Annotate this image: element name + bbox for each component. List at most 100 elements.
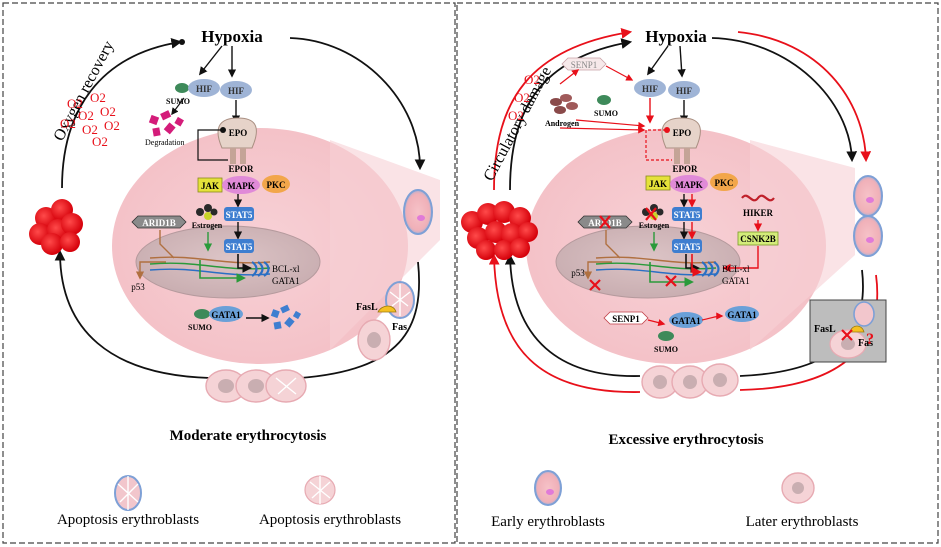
- right-panel-border: [456, 2, 939, 544]
- degraded-hif: [148, 110, 184, 137]
- left-loop-top-left: [61, 38, 183, 189]
- jak-label: JAK: [201, 181, 219, 191]
- hif-protein: [188, 79, 220, 97]
- senp1-label: SENP1: [571, 60, 598, 70]
- arid1b-label: ARID1B: [142, 218, 176, 228]
- sumo-label: SUMO: [166, 97, 190, 106]
- o2-molecule: O2: [92, 134, 108, 149]
- mapk-ellipse: [670, 175, 708, 193]
- hif-label: HIF: [676, 86, 693, 96]
- stat5-label: STAT5: [226, 210, 253, 220]
- sumo-label: SUMO: [594, 109, 618, 118]
- apoptotic-erythroblast: [385, 281, 415, 319]
- hif-label: HIF: [642, 84, 659, 94]
- right-hypoxia-title: Hypoxia: [645, 27, 707, 46]
- jak-box: [645, 175, 671, 191]
- csnk2b-box: [737, 231, 779, 246]
- fas-receptor: [377, 305, 397, 313]
- legend-later-erythroblast-icon: [781, 472, 815, 504]
- gata1-label: GATA1: [727, 310, 757, 320]
- gata1-protein: [725, 306, 759, 322]
- mapk-label: MAPK: [227, 181, 255, 191]
- pkc-label: PKC: [267, 180, 286, 190]
- stat5-box: [224, 239, 254, 253]
- o2-molecule: O2: [524, 72, 540, 87]
- legend-label: Apoptosis erythroblasts: [57, 512, 199, 528]
- sumo-tag: [658, 331, 674, 341]
- senp1-label: SENP1: [612, 314, 640, 324]
- fasl-label: FasL: [356, 302, 378, 313]
- bclxl-label: BCL-xl: [722, 264, 750, 274]
- senp1-box: [603, 311, 649, 325]
- gata1-gene-label: GATA1: [272, 276, 300, 286]
- degraded-gata1: [270, 304, 302, 330]
- hif-protein: [634, 79, 666, 97]
- inhibit-x-icon: [589, 279, 601, 291]
- inhibit-x-icon: [841, 329, 853, 341]
- inhibit-x-icon: [665, 275, 677, 287]
- sumo-tag: [194, 309, 210, 319]
- mapk-label: MAPK: [675, 180, 703, 190]
- gata1-protein: [209, 306, 243, 322]
- o2-molecule: O2: [104, 118, 120, 133]
- epor-label: EPOR: [228, 164, 254, 174]
- hif-label: HIF: [228, 86, 245, 96]
- pkc-ellipse: [710, 173, 738, 191]
- o2-molecule: O2: [82, 122, 98, 137]
- o2-molecule: O2: [90, 90, 106, 105]
- early-erythroblast: [853, 215, 883, 257]
- gata1-label: GATA1: [671, 316, 701, 326]
- right-erythroblast-chain: [641, 363, 739, 399]
- estrogen-molecule: [196, 204, 218, 220]
- o2-molecule: O2: [78, 108, 94, 123]
- left-o2-cluster: O2 O2 O2 O2 O2 O2 O2 O2: [60, 90, 120, 149]
- senp1-box: [561, 57, 607, 71]
- epor-receptor: [661, 117, 701, 149]
- epo-label: EPO: [673, 128, 692, 138]
- left-caption: Moderate erythrocytosis: [170, 428, 327, 444]
- androgen-label: Androgen: [545, 119, 580, 128]
- right-rbc-cluster: [461, 201, 538, 260]
- stat5-label: STAT5: [674, 210, 701, 220]
- right-zoom-wedge: [750, 140, 855, 350]
- right-o2-cluster: O2 O2 O2: [508, 72, 540, 123]
- pkc-label: PKC: [715, 178, 734, 188]
- o2-molecule: O2: [100, 104, 116, 119]
- right-panel: Hypoxia Circulatory damage O2 O2 O2 SENP…: [456, 2, 939, 544]
- degradation-label: Degradation: [145, 138, 185, 147]
- legend-early-erythroblast-icon: [534, 470, 562, 506]
- epo-label: EPO: [229, 128, 248, 138]
- legend-label: Early erythroblasts: [491, 514, 605, 530]
- left-panel: Hypoxia Oxygen recovery O2 O2 O2 O2 O2 O…: [2, 2, 456, 544]
- left-erythroblast-chain: [205, 369, 307, 403]
- legend-apoptosis-icon-b: [304, 475, 336, 505]
- stat5-box: [672, 207, 702, 221]
- gata1-label: GATA1: [211, 310, 241, 320]
- jak-label: JAK: [649, 179, 667, 189]
- bclxl-label: BCL-xl: [272, 264, 300, 274]
- legend-apoptosis-icon-a: [114, 475, 142, 511]
- gata1-protein: [669, 312, 703, 328]
- hif-label: HIF: [196, 84, 213, 94]
- question-mark-icon: ?: [866, 331, 874, 348]
- legend-label: Later erythroblasts: [746, 514, 859, 530]
- left-hypoxia-title: Hypoxia: [201, 27, 263, 46]
- mapk-ellipse: [222, 176, 260, 194]
- left-loop-top-right: [289, 37, 426, 171]
- hif-protein: [220, 81, 252, 99]
- fas-label: Fas: [858, 338, 873, 349]
- p53-label: p53: [131, 282, 145, 292]
- left-loop-bottom-left: [54, 249, 211, 379]
- inhibit-x-icon: [599, 215, 611, 229]
- arid1b-box: [131, 215, 187, 229]
- dna-helix-icon: [251, 261, 270, 277]
- inhibit-x-icon: [645, 207, 657, 221]
- fas-label: Fas: [392, 322, 407, 333]
- stat5-label: STAT5: [226, 242, 253, 252]
- o2-molecule: O2: [508, 108, 524, 123]
- stat5-box: [224, 207, 254, 221]
- left-zoom-wedge: [330, 140, 440, 350]
- epor-label: EPOR: [672, 164, 698, 174]
- left-rbc-cluster: [29, 199, 83, 255]
